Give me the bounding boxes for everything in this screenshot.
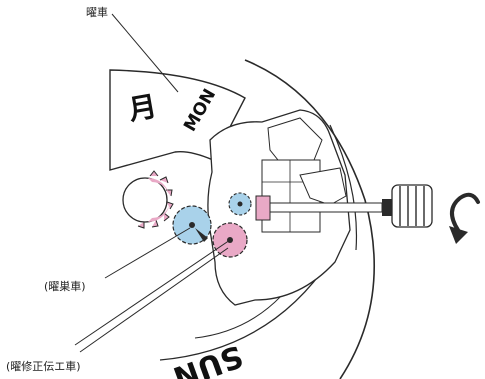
rotation-arrow-icon (450, 192, 480, 232)
stem-collar (382, 199, 392, 216)
lever-part (299, 167, 347, 206)
winding-stem (269, 202, 383, 213)
crown[interactable] (391, 184, 433, 228)
day-driving-wheel-hub (189, 222, 195, 228)
dial-kanji-upper: 月 (125, 89, 159, 127)
leader-day-driving-wheel (104, 227, 191, 279)
dial-lower-text: SUN (168, 337, 247, 379)
crown-knurling (399, 186, 425, 226)
leader-day-wheel (111, 13, 179, 93)
inner-case-arc (329, 124, 358, 251)
setting-gear-pink (255, 195, 271, 221)
outer-case-arc (244, 59, 376, 379)
rotation-arrowhead-icon (449, 226, 468, 244)
leader-day-corrector-wheel-2 (79, 247, 229, 353)
upper-blue-gear-hub (237, 201, 243, 207)
day-disc-gear-body (122, 177, 168, 223)
label-day-driving-wheel: (曜巣車) (44, 279, 86, 293)
day-driving-wheel-finger (195, 228, 208, 242)
leader-day-corrector-wheel (74, 239, 231, 346)
label-day-corrector-wheel: (曜修正伝エ車) (6, 359, 81, 373)
label-day-wheel: 曜車 (86, 5, 108, 19)
